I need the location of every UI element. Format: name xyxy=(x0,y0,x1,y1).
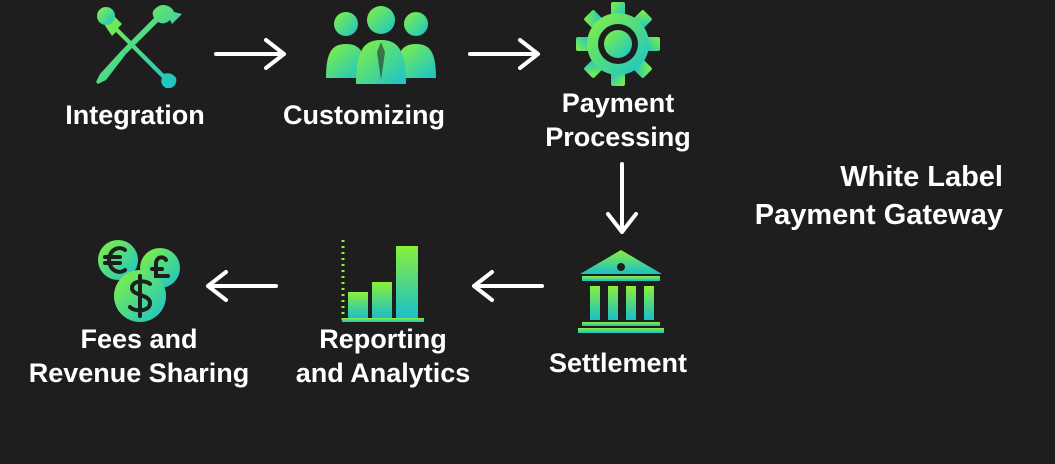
step-label-reporting-analytics: Reporting and Analytics xyxy=(278,322,488,390)
step-label-line: Processing xyxy=(545,122,691,152)
coins-icon xyxy=(96,238,184,324)
step-label-line: Payment xyxy=(561,88,675,118)
step-label-payment-processing: Payment Processing xyxy=(520,86,716,154)
title-line: Payment Gateway xyxy=(754,199,1003,231)
step-label-line: Revenue Sharing xyxy=(28,358,250,388)
step-label-customizing: Customizing xyxy=(283,100,445,130)
step-label-line: and Analytics xyxy=(295,358,471,388)
arrow-down-icon xyxy=(604,162,640,243)
title-line: White Label xyxy=(840,161,1003,193)
wrench-screwdriver-icon xyxy=(92,4,184,89)
arrow-right-icon xyxy=(468,36,544,77)
step-label-line: Reporting xyxy=(319,324,447,354)
step-label-line: Fees and xyxy=(80,324,198,354)
step-label-integration: Integration xyxy=(65,100,205,130)
bank-building-icon xyxy=(578,248,664,334)
step-label-fees-revenue: Fees and Revenue Sharing xyxy=(14,322,264,390)
people-group-icon xyxy=(322,6,440,86)
gear-icon xyxy=(576,2,660,86)
arrow-right-icon xyxy=(214,36,290,77)
bar-chart-icon xyxy=(338,238,426,324)
diagram-title: White Label Payment Gateway xyxy=(755,158,1003,234)
step-label-settlement: Settlement xyxy=(548,348,688,378)
arrow-left-icon xyxy=(202,268,278,309)
arrow-left-icon xyxy=(468,268,544,309)
